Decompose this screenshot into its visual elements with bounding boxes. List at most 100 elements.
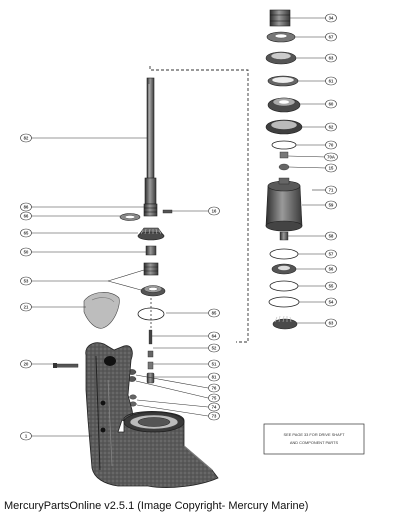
callout-50: 50 [20,247,32,257]
callout-61: 61 [325,76,337,86]
callout-64-label: 64 [212,334,217,339]
shaft-nut-part [143,203,158,217]
small-parts-70a-15-part [278,151,290,171]
callout-74-label: 74 [212,405,217,410]
roller-bearing-part [143,262,159,276]
callout-53: 53 [20,276,32,286]
bearing-56-part [271,263,297,275]
pin-58-part [279,231,289,241]
callout-21-label: 21 [24,305,29,310]
leader-lines [31,17,327,437]
callout-71-label: 71 [329,188,334,193]
o-ring-70-part [271,140,297,150]
reference-note-box: SEE PAGE 33 FOR DRIVE SHAFT AND COMPONEN… [263,423,365,455]
sealing-ring-part [137,307,165,321]
bearing-cup-62-part [265,119,303,135]
callout-60: 60 [325,99,337,109]
callout-66-label: 66 [24,214,29,219]
callout-56: 56 [325,264,337,274]
drive-shaft-part [144,77,157,207]
tapered-bearing-part [140,285,166,297]
stud-bolt-part [53,363,79,368]
callout-52-label: 52 [212,346,217,351]
callout-81: 81 [208,372,220,382]
callout-55: 55 [325,281,337,291]
callout-34-label: 34 [329,16,334,21]
callout-20: 20 [20,359,32,369]
ring-55-part [269,280,299,292]
callout-71: 71 [325,185,337,195]
callout-15-label: 15 [329,166,334,171]
callout-51-label: 51 [212,362,217,367]
seal-67-part [266,31,296,43]
callout-65-label: 65 [24,231,29,236]
callout-62-label: 62 [329,125,334,130]
callout-55-label: 55 [329,284,334,289]
callout-53-label: 53 [24,279,29,284]
callout-75: 75 [208,393,220,403]
callout-54-label: 54 [329,300,334,305]
footer-caption: MercuryPartsOnline v2.5.1 (Image Copyrig… [4,500,309,512]
callouts: 34 67 63 61 60 62 70 70A 15 71 59 58 57 … [20,13,338,441]
note-line-1: SEE PAGE 33 FOR DRIVE SHAFT [284,432,346,437]
ring-61-part [267,75,299,87]
callout-82: 82 [20,133,32,143]
callout-67-label: 67 [329,35,334,40]
callout-63-bottom-label: 63 [329,321,334,326]
callout-70a: 70A [324,152,338,162]
callout-86: 86 [20,202,32,212]
dashed-routing-line [149,66,249,343]
shim-57-part [269,248,299,260]
callout-61-label: 61 [329,79,334,84]
callout-66: 66 [20,211,32,221]
callout-75-label: 75 [212,396,217,401]
callout-57-label: 57 [329,252,334,257]
callout-85: 85 [208,308,220,318]
callout-82-label: 82 [24,136,29,141]
callout-76-label: 76 [212,386,217,391]
small-screw-part [162,209,173,214]
washer-82-part [119,213,141,221]
bearing-60-part [267,97,301,113]
pinion-gear-part [137,227,165,241]
gear-housing-part [85,342,219,488]
callout-58-label: 58 [329,234,334,239]
callout-74: 74 [208,402,220,412]
callout-52: 52 [208,343,220,353]
callout-34: 34 [325,13,337,23]
callout-81-label: 81 [212,375,217,380]
callout-54: 54 [325,297,337,307]
callout-64: 64 [208,331,220,341]
bearing-race-50-part [145,245,157,256]
callout-1: 1 [20,431,32,441]
callout-59-label: 59 [329,203,334,208]
callout-67: 67 [325,32,337,42]
callout-21: 21 [20,302,32,312]
callout-15: 15 [325,163,337,173]
o-ring-54-part [268,296,300,308]
callout-85-label: 85 [212,311,217,316]
callout-59: 59 [325,200,337,210]
callout-51: 51 [208,359,220,369]
bearing-cup-63-part [265,51,297,65]
callout-1-label: 1 [25,434,28,439]
callout-63-top: 63 [325,53,337,63]
callout-20-label: 20 [24,362,29,367]
small-parts-stack [127,329,155,407]
top-nut-part [269,9,291,27]
note-line-2: AND COMPONENT PARTS [290,440,339,445]
callout-70-label: 70 [329,143,334,148]
gear-63-part [272,315,298,330]
callout-70: 70 [325,140,337,150]
callout-62: 62 [325,122,337,132]
bracket-part [83,292,120,329]
callout-76: 76 [208,383,220,393]
callout-65: 65 [20,228,32,238]
callout-50-label: 50 [24,250,29,255]
callout-63-top-label: 63 [329,56,334,61]
callout-73: 73 [208,411,220,421]
callout-60-label: 60 [329,102,334,107]
callout-73-label: 73 [212,414,217,419]
callout-70a-label: 70A [327,155,335,160]
